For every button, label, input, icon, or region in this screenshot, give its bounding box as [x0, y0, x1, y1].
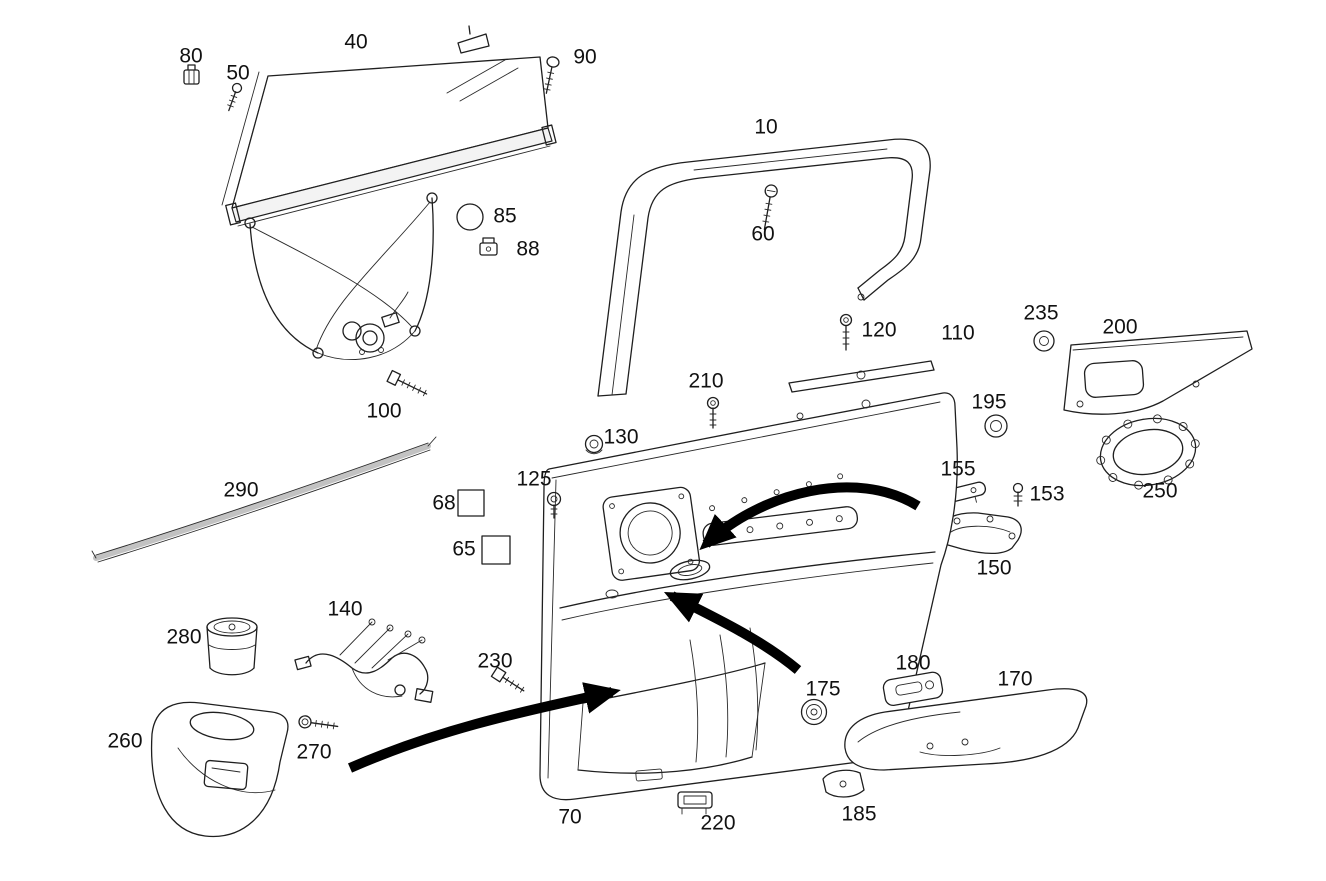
clip-153	[1014, 484, 1023, 507]
part-label-85[interactable]: 85	[493, 204, 517, 228]
door-trim-panel	[540, 393, 957, 800]
bolt-100	[387, 371, 429, 400]
part-label-170[interactable]: 170	[997, 667, 1033, 691]
clip-88	[480, 238, 497, 255]
pad-85	[457, 204, 483, 230]
armrest-170	[845, 689, 1087, 770]
part-label-90[interactable]: 90	[573, 45, 597, 69]
part-label-235[interactable]: 235	[1023, 301, 1059, 325]
part-label-270[interactable]: 270	[296, 740, 332, 764]
window-glass-assembly	[222, 26, 556, 360]
part-label-70[interactable]: 70	[558, 805, 582, 829]
screw-50	[225, 82, 243, 112]
part-label-80[interactable]: 80	[179, 44, 203, 68]
part-label-290[interactable]: 290	[223, 478, 259, 502]
pad-65	[482, 536, 510, 564]
screw-210	[708, 398, 719, 429]
tweeter-cup-280	[207, 618, 257, 675]
screw-60	[758, 184, 778, 230]
screw-270	[298, 715, 338, 732]
part-label-155[interactable]: 155	[940, 457, 976, 481]
part-label-185[interactable]: 185	[841, 802, 877, 826]
pointer-arrows	[350, 487, 918, 768]
part-label-10[interactable]: 10	[754, 115, 778, 139]
cap-235	[1034, 331, 1054, 351]
bolt-230	[491, 667, 526, 695]
part-label-210[interactable]: 210	[688, 369, 724, 393]
screw-90	[540, 56, 559, 95]
pad-68	[458, 490, 484, 516]
part-label-195[interactable]: 195	[971, 390, 1007, 414]
strip-110	[789, 361, 934, 392]
part-label-65[interactable]: 65	[452, 537, 476, 561]
part-label-180[interactable]: 180	[895, 651, 931, 675]
part-label-150[interactable]: 150	[976, 556, 1012, 580]
trim-panel-200	[1064, 331, 1252, 414]
grommet-195	[985, 415, 1007, 437]
part-label-230[interactable]: 230	[477, 649, 513, 673]
part-label-200[interactable]: 200	[1102, 315, 1138, 339]
part-label-40[interactable]: 40	[344, 30, 368, 54]
door-frame-trim	[598, 139, 930, 396]
part-label-130[interactable]: 130	[603, 425, 639, 449]
part-label-120[interactable]: 120	[861, 318, 897, 342]
grommet-130	[586, 436, 603, 454]
speaker-bezel-250	[1091, 409, 1206, 496]
part-label-68[interactable]: 68	[432, 491, 456, 515]
trim-strip-290	[92, 437, 436, 562]
grommet-175	[802, 700, 827, 725]
part-label-153[interactable]: 153	[1029, 482, 1065, 506]
part-label-50[interactable]: 50	[226, 61, 250, 85]
clip-220	[678, 792, 712, 814]
part-label-260[interactable]: 260	[107, 729, 143, 753]
part-label-125[interactable]: 125	[516, 467, 552, 491]
part-label-220[interactable]: 220	[700, 811, 736, 835]
part-label-100[interactable]: 100	[366, 399, 402, 423]
part-label-110[interactable]: 110	[941, 321, 975, 345]
trim-185	[823, 770, 864, 797]
part-label-175[interactable]: 175	[805, 677, 841, 701]
part-label-60[interactable]: 60	[751, 222, 775, 246]
part-label-140[interactable]: 140	[327, 597, 363, 621]
part-label-250[interactable]: 250	[1142, 479, 1178, 503]
cover-260	[152, 702, 288, 836]
part-label-88[interactable]: 88	[516, 237, 540, 261]
part-label-280[interactable]: 280	[166, 625, 202, 649]
clip-125	[548, 493, 561, 519]
switch-panel-180	[882, 671, 944, 707]
wiring-harness-140	[295, 619, 433, 702]
clip-80	[184, 65, 199, 84]
screw-120	[841, 315, 852, 351]
